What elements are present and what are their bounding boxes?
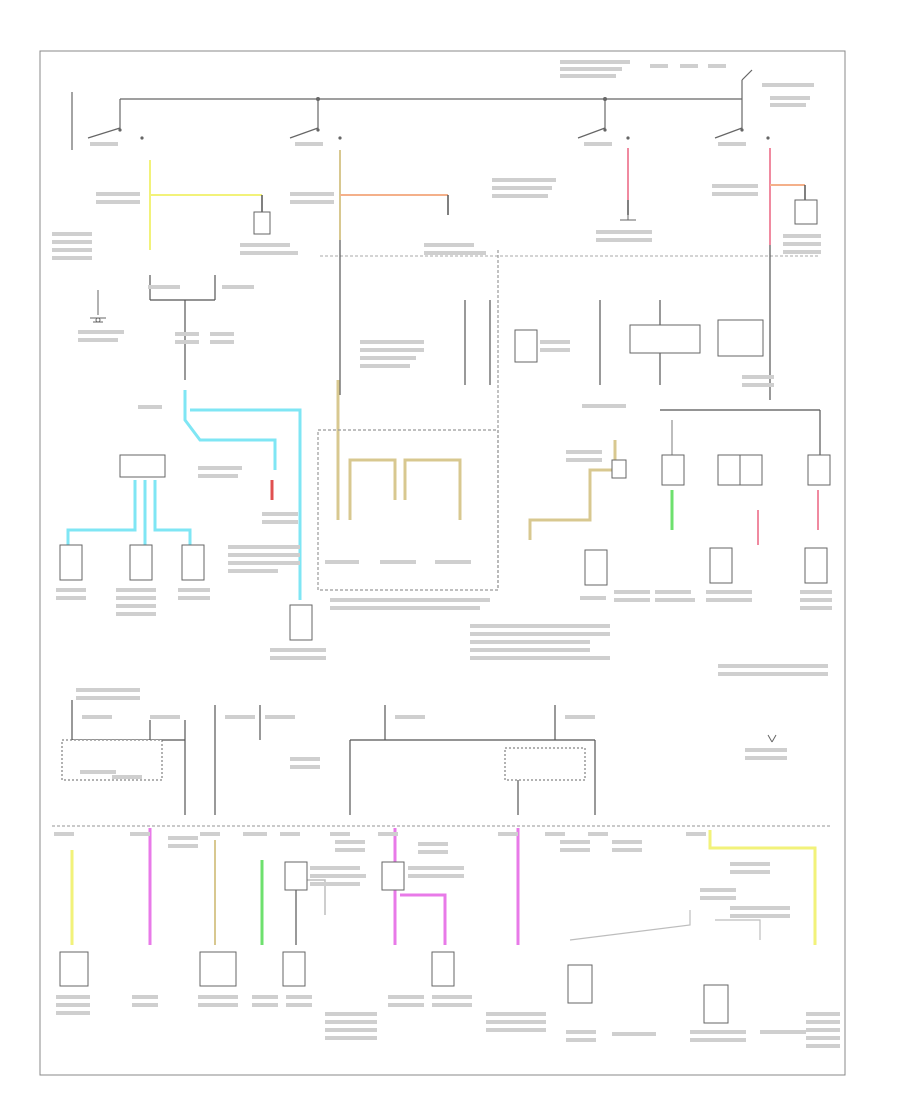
switch-contacts — [118, 97, 770, 140]
top-row-wiring — [149, 148, 820, 400]
middle-wiring — [66, 250, 821, 600]
header-text-blocks — [560, 60, 814, 107]
middle-labels — [56, 285, 832, 676]
top-power-bus — [71, 69, 753, 150]
lower-bus-labels — [76, 688, 787, 779]
top-row-labels — [52, 142, 821, 342]
diagram-border — [39, 50, 846, 1076]
top-row-components — [90, 199, 818, 323]
bottom-row-components — [59, 861, 729, 1024]
lower-bus-components — [61, 734, 777, 781]
bottom-row-wiring — [70, 828, 817, 945]
middle-components — [59, 319, 831, 641]
bottom-row-labels — [54, 832, 840, 1048]
